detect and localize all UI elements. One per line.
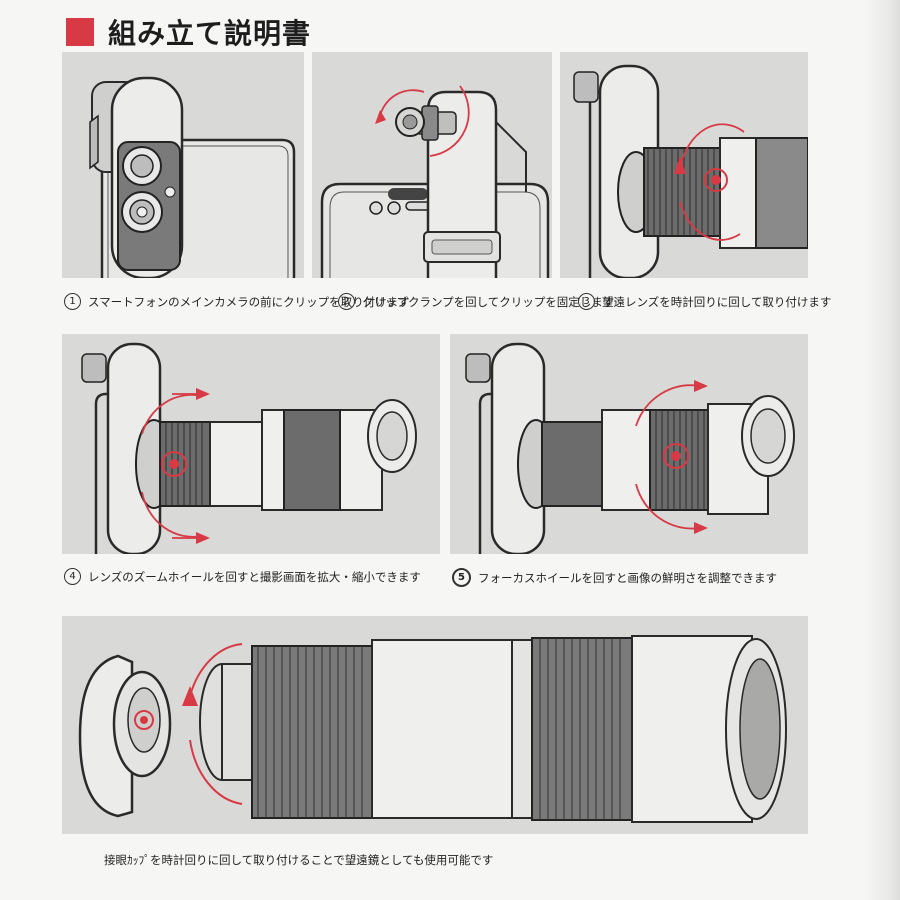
header-red-square [66,18,94,46]
step-4-illustration [62,334,440,554]
step-5-caption: 5 フォーカスホイールを回すと画像の鮮明さを調整できます [452,568,777,587]
step-5-number: 5 [452,568,471,587]
step-1-illustration [62,52,304,278]
step-4-number: 4 [64,568,81,585]
page-edge-shadow [864,0,900,900]
step-4-caption: 4 レンズのズームホイールを回すと撮影画面を拡大・縮小できます [64,568,421,585]
step-1-caption: 1 スマートフォンのメインカメラの前にクリップを取り付けます [64,293,410,310]
page-header: 組み立て説明書 [66,12,311,52]
step-4-text: レンズのズームホイールを回すと撮影画面を拡大・縮小できます [88,569,421,584]
step-1-number: 1 [64,293,81,310]
step-2-text: クリップクランプを回してクリップを固定します [362,294,615,309]
step-3-text: 望遠レンズを時計回りに回して取り付けます [602,294,832,309]
step-2-illustration [312,52,552,278]
step-3-caption: 3 望遠レンズを時計回りに回して取り付けます [578,293,831,310]
step-5-text: フォーカスホイールを回すと画像の鮮明さを調整できます [478,570,777,585]
step-2-caption: 2 クリップクランプを回してクリップを固定します [338,293,614,310]
step-6-caption: 接眼ｶｯﾌﾟを時計回りに回して取り付けることで望遠鏡としても使用可能です [104,852,493,868]
step-1-text: スマートフォンのメインカメラの前にクリップを取り付けます [88,294,410,309]
step-6-illustration [62,616,808,834]
step-3-number: 3 [578,293,595,310]
step-2-number: 2 [338,293,355,310]
step-6-text: 接眼ｶｯﾌﾟを時計回りに回して取り付けることで望遠鏡としても使用可能です [104,853,494,867]
step-3-illustration [560,52,808,278]
page-title: 組み立て説明書 [108,17,312,50]
step-5-illustration [450,334,808,554]
